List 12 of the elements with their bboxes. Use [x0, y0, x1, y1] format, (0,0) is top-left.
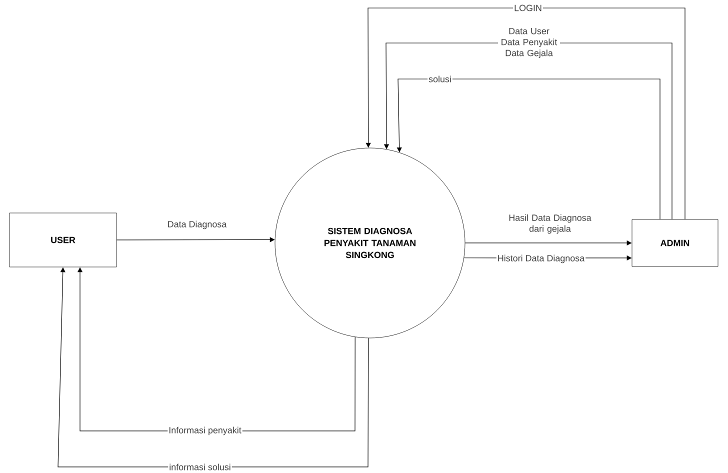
edge-label: Histori Data Diagnosa	[496, 254, 586, 264]
edge-label: Hasil Data Diagnosa dari gejala	[509, 214, 592, 234]
edge-label: solusi	[428, 74, 452, 84]
entity-box: USER	[9, 212, 117, 268]
arrow	[396, 78, 660, 220]
arrow	[366, 8, 686, 220]
edge-label: informasi solusi	[168, 462, 232, 472]
edge-label: LOGIN	[513, 4, 543, 12]
edge-label: Informasi penyakit	[168, 426, 242, 436]
entity-box: ADMIN	[632, 219, 718, 267]
edge-label: Data User Data Penyakit Data Gejala	[498, 27, 560, 59]
edge-label: Data Diagnosa	[168, 220, 227, 230]
